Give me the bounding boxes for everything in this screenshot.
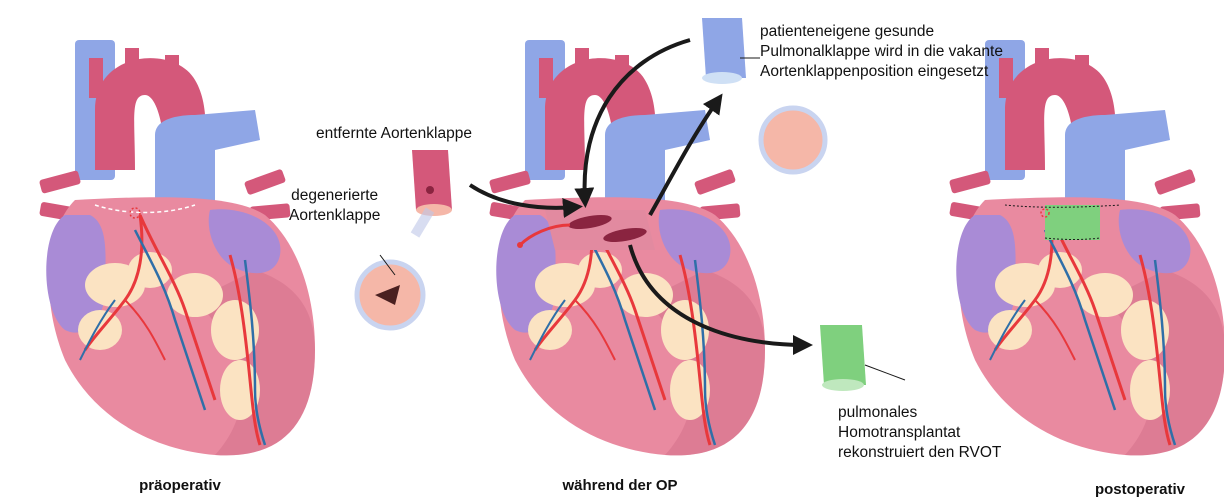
label-homograft: pulmonales Homotransplantat rekonstruier… [838, 403, 1001, 463]
caption-during-surgery: während der OP [520, 477, 720, 494]
heart-preoperative [39, 40, 315, 455]
heart-during-surgery [489, 40, 765, 455]
caption-postoperative: postoperativ [1060, 481, 1220, 498]
caption-preoperative: präoperativ [90, 477, 270, 494]
pulmonary-homograft [820, 325, 905, 391]
degenerated-valve-zoom [357, 262, 423, 328]
label-pulmonary-valve: patienteneigene gesunde Pulmonalklappe w… [760, 22, 1003, 82]
heart-postoperative [949, 40, 1224, 455]
removed-aortic-valve-graft [412, 150, 452, 235]
label-degenerated-aortic-valve: degenerierte Aortenklappe [289, 186, 380, 226]
label-removed-aortic-valve: entfernte Aortenklappe [316, 124, 472, 144]
